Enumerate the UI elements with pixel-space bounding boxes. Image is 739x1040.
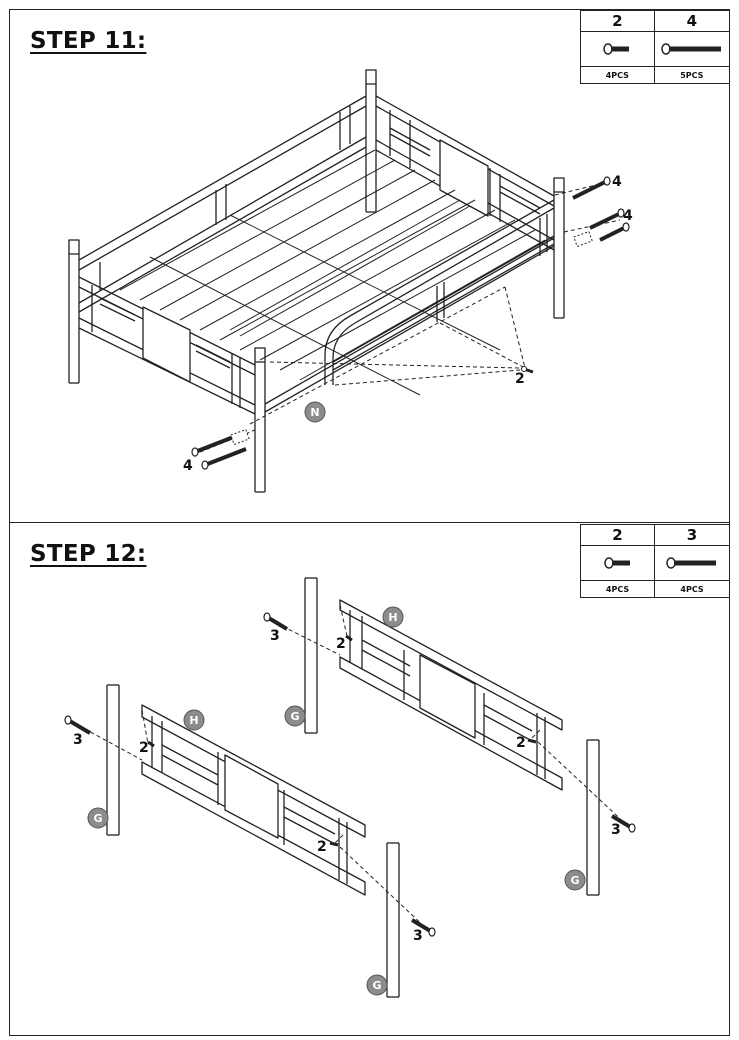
callout-bolt-3: 3 xyxy=(73,732,83,748)
step-11-title: STEP 11: xyxy=(30,28,147,54)
post-back-right xyxy=(553,177,565,319)
head-end-panel xyxy=(375,95,555,251)
part-image-cell xyxy=(580,545,655,581)
step-12-title: STEP 12: xyxy=(30,541,147,567)
section-divider xyxy=(9,522,730,523)
bolt-4-left xyxy=(191,428,250,470)
badge-h: H xyxy=(382,606,404,628)
badge-h-label: H xyxy=(388,611,397,624)
badge-n: N xyxy=(304,401,326,423)
callout-screw-2: 2 xyxy=(516,735,526,751)
badge-g: G xyxy=(87,807,109,829)
badge-h: H xyxy=(183,709,205,731)
callout-screw-2: 2 xyxy=(336,636,346,652)
back-panel-h xyxy=(304,577,600,896)
callout-bolt-4-left: 4 xyxy=(183,458,193,474)
badge-g: G xyxy=(564,869,586,891)
callout-screw-2: 2 xyxy=(139,740,149,756)
bed-slats xyxy=(119,149,546,396)
badge-g-label: G xyxy=(290,710,299,723)
callout-screw-2: 2 xyxy=(515,371,525,387)
bolt-3 xyxy=(410,918,436,937)
back-guard-rail xyxy=(78,95,367,313)
post-back-left xyxy=(365,69,377,213)
side-rail-n xyxy=(264,237,555,413)
part-image-cell xyxy=(653,31,731,67)
bolt-4-right-mid xyxy=(573,208,630,248)
short-bolt-icon xyxy=(603,42,630,55)
step-11-parts-table: 2 4 4PCS 5PCS xyxy=(580,10,731,84)
screw-2 xyxy=(527,738,537,744)
screw-2 xyxy=(345,634,353,642)
short-bolt-icon xyxy=(603,556,630,569)
screw-2 xyxy=(521,366,534,374)
alignment-lines xyxy=(71,604,631,933)
long-bolt-icon xyxy=(661,42,721,55)
part-qty: 5PCS xyxy=(653,66,731,84)
callout-bolt-4-right-mid: 4 xyxy=(623,208,633,224)
badge-g-label: G xyxy=(93,812,102,825)
bolt-3 xyxy=(64,715,92,735)
callout-bolt-3: 3 xyxy=(413,928,423,944)
bolt-4-right-top xyxy=(572,176,611,200)
badge-g: G xyxy=(366,974,388,996)
step-12-parts-table: 2 3 4PCS 4PCS xyxy=(580,524,730,598)
bolt-3 xyxy=(263,612,289,631)
callout-bolt-3: 3 xyxy=(270,628,280,644)
bolt-3 xyxy=(610,814,636,833)
callout-bolt-3: 3 xyxy=(611,822,621,838)
screw-2 xyxy=(147,740,155,748)
badge-g: G xyxy=(284,705,306,727)
callout-bolt-4-right-top: 4 xyxy=(612,174,622,190)
long-bolt-icon xyxy=(666,556,716,569)
part-qty: 4PCS xyxy=(654,580,730,598)
badge-g-label: G xyxy=(570,874,579,887)
part-image-cell xyxy=(654,545,730,581)
badge-g-label: G xyxy=(372,979,381,992)
screw-2 xyxy=(329,841,339,847)
callout-screw-2: 2 xyxy=(317,839,327,855)
badge-n-label: N xyxy=(310,406,319,419)
post-front-right xyxy=(254,347,266,493)
front-panel-h xyxy=(106,684,400,998)
badge-h-label: H xyxy=(189,714,198,727)
foot-end-panel xyxy=(78,276,256,415)
